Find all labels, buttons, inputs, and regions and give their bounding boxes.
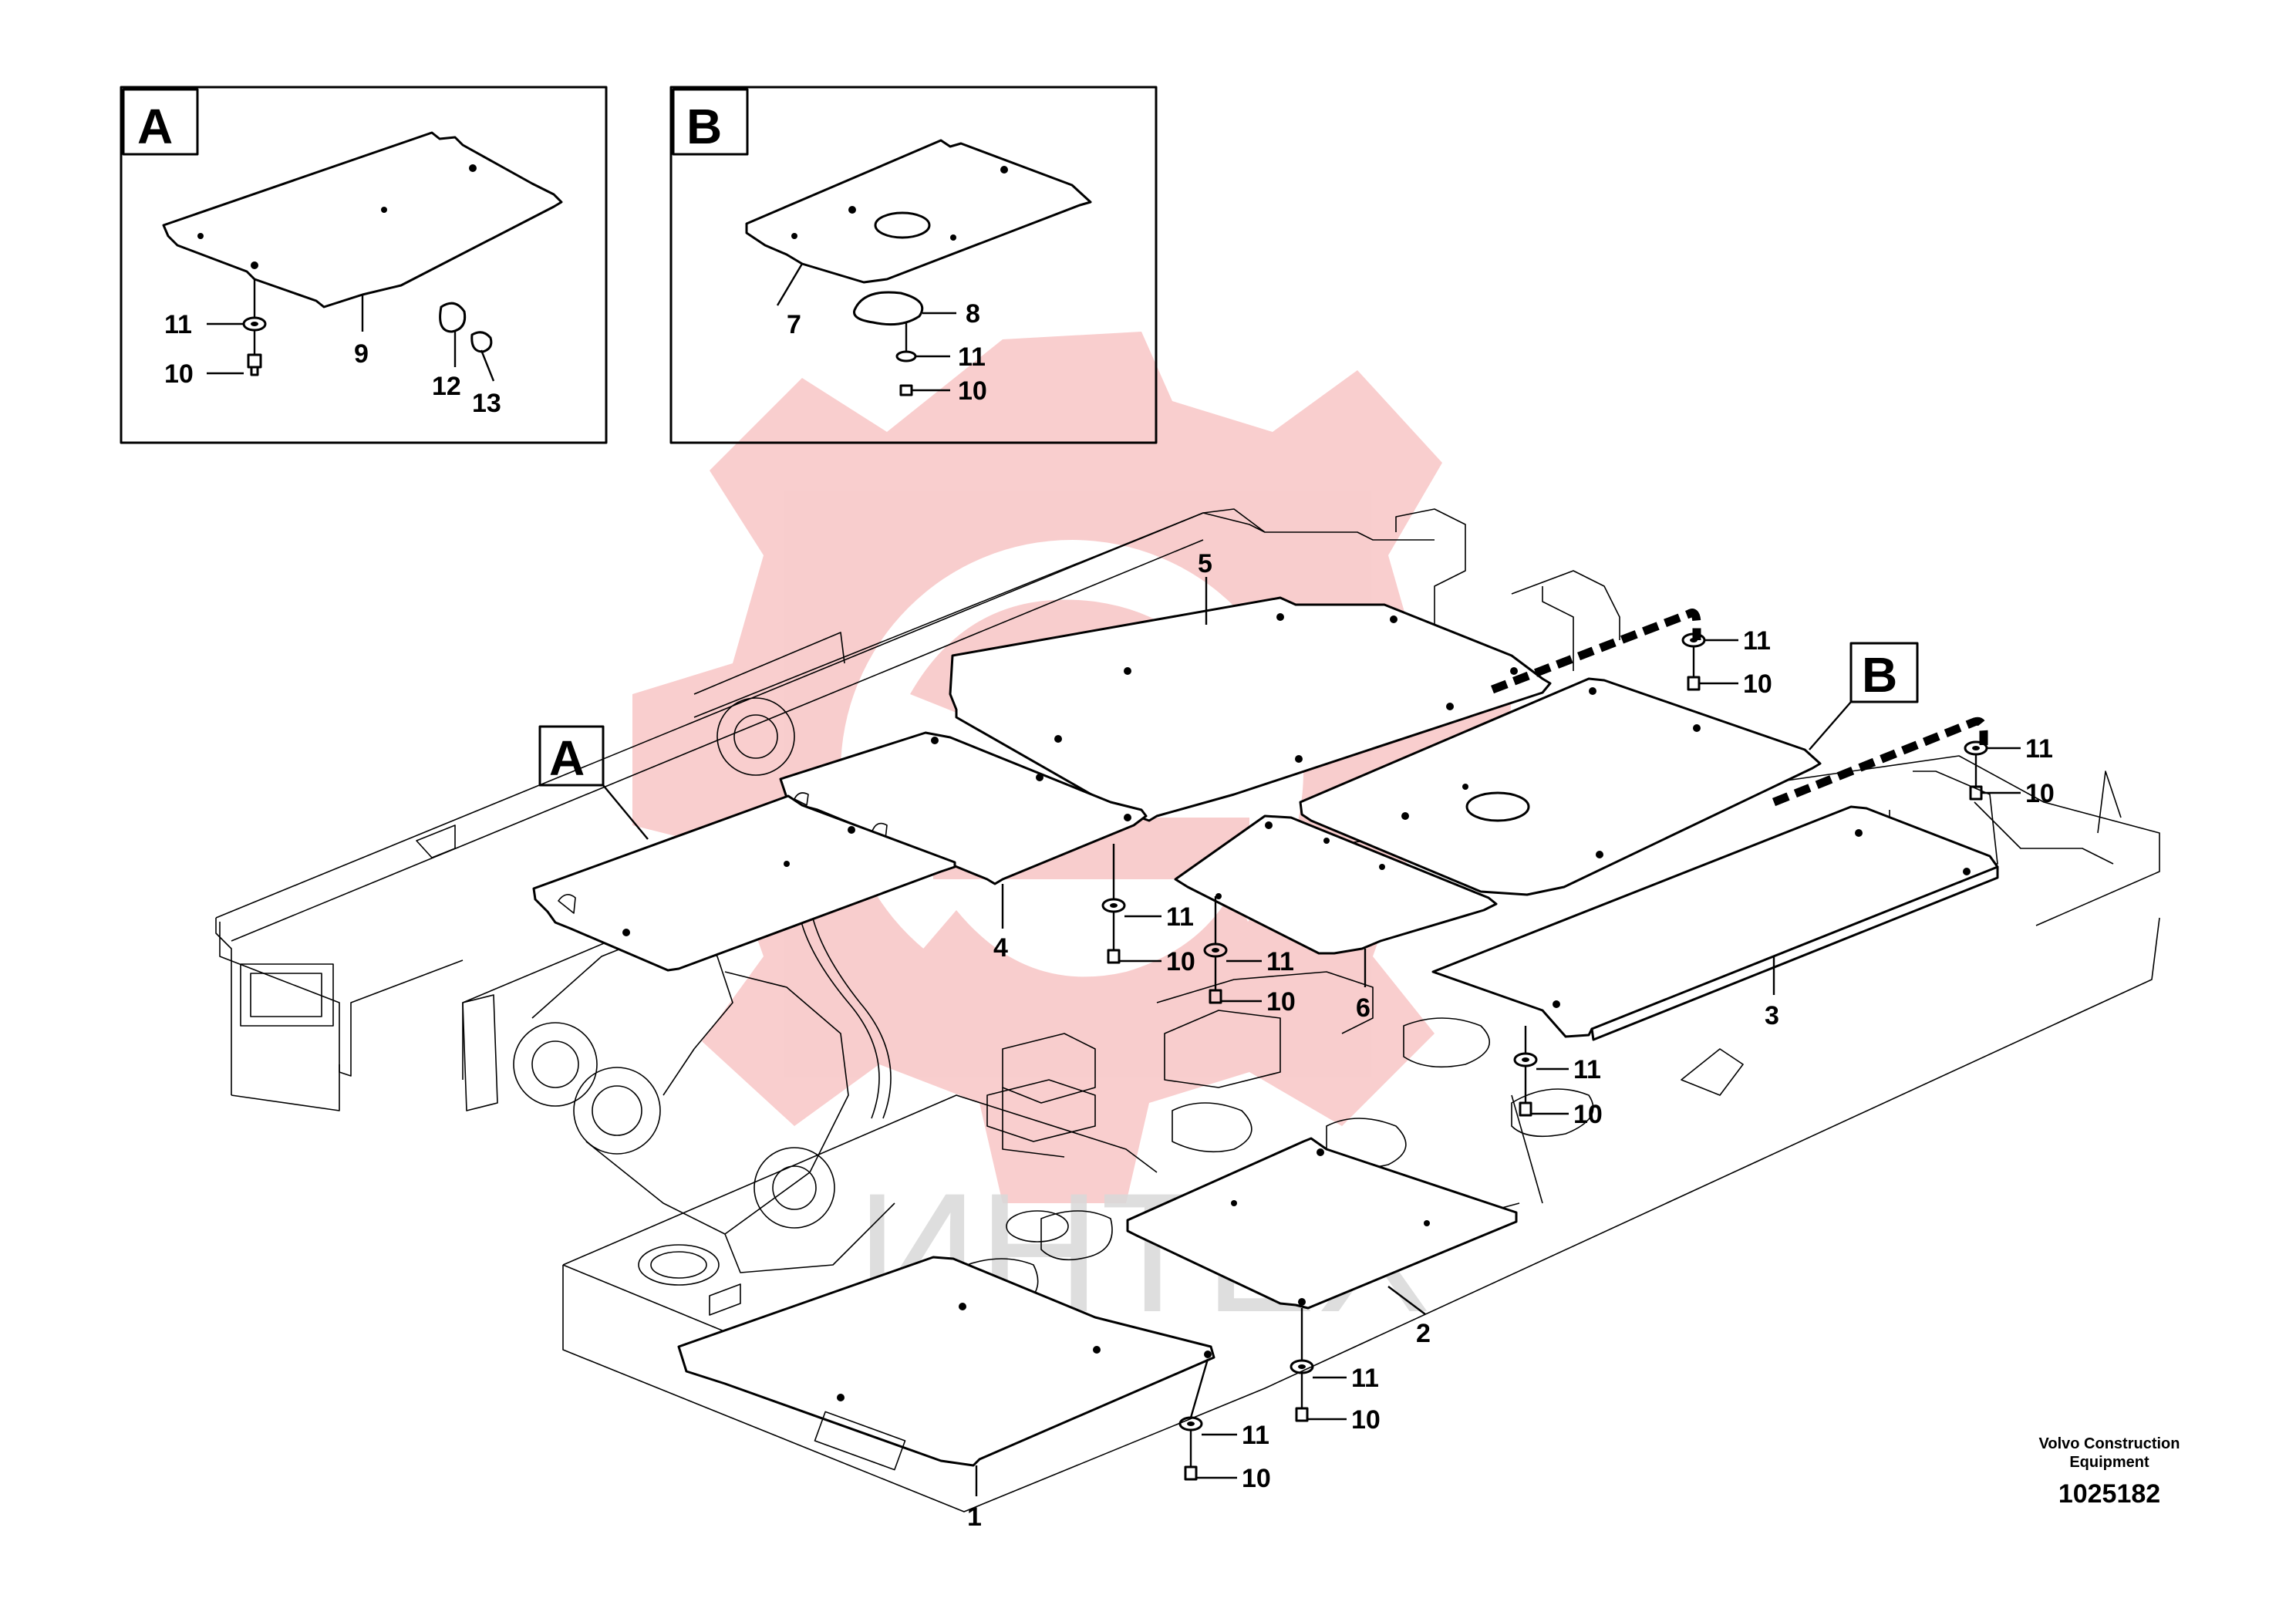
label-11-top2: 11 bbox=[2025, 734, 2053, 764]
label-a-12: 12 bbox=[432, 372, 461, 401]
label-11-panel6: 11 bbox=[1266, 947, 1294, 976]
footer-company-line2: Equipment bbox=[2069, 1454, 2149, 1471]
panel-6 bbox=[1174, 814, 1498, 955]
label-1: 1 bbox=[967, 1502, 982, 1532]
label-11-top1: 11 bbox=[1743, 626, 1771, 656]
label-10-panel3: 10 bbox=[1573, 1100, 1603, 1129]
label-11-panel4: 11 bbox=[1166, 902, 1194, 932]
label-10-top2: 10 bbox=[2025, 779, 2055, 808]
footer-company-line1: Volvo Construction bbox=[2039, 1435, 2180, 1452]
label-10-panel6: 10 bbox=[1266, 987, 1296, 1017]
label-a-13: 13 bbox=[472, 389, 501, 418]
panel-5 bbox=[949, 596, 1552, 822]
label-10-panel4: 10 bbox=[1166, 947, 1195, 976]
footer-drawing-number: 1025182 bbox=[2058, 1479, 2160, 1509]
callout-a: A bbox=[538, 725, 649, 840]
label-a-10: 10 bbox=[164, 359, 194, 389]
label-2: 2 bbox=[1416, 1319, 1431, 1348]
label-b-8: 8 bbox=[966, 299, 980, 329]
panel-9 bbox=[532, 794, 956, 972]
label-11-panel1: 11 bbox=[1242, 1421, 1269, 1450]
label-10-panel1: 10 bbox=[1242, 1464, 1271, 1493]
label-4: 4 bbox=[993, 933, 1008, 963]
callout-b: B bbox=[1809, 642, 1919, 750]
svg-text:B: B bbox=[1862, 647, 1897, 703]
panel-1 bbox=[677, 1256, 1215, 1467]
detail-box-b-label: B bbox=[686, 99, 722, 154]
detail-a-plate bbox=[162, 131, 563, 309]
label-6: 6 bbox=[1356, 993, 1371, 1023]
label-11-panel3: 11 bbox=[1573, 1055, 1601, 1084]
panel-2 bbox=[1126, 1137, 1518, 1310]
detail-box-a: A 11 10 9 12 13 bbox=[120, 86, 608, 444]
label-5: 5 bbox=[1198, 549, 1212, 578]
label-3: 3 bbox=[1765, 1001, 1779, 1030]
footer-block: Volvo Construction Equipment 1025182 bbox=[2039, 1435, 2180, 1509]
detail-box-b: B 7 8 11 10 bbox=[669, 86, 1158, 444]
label-a-9: 9 bbox=[354, 339, 369, 369]
label-b-7: 7 bbox=[787, 310, 801, 339]
panel-3 bbox=[1431, 805, 1999, 1038]
detail-b-gasket bbox=[853, 291, 924, 326]
dashed-leader-b-upper bbox=[1491, 609, 1701, 694]
svg-text:A: A bbox=[549, 730, 585, 786]
detail-b-plate bbox=[745, 139, 1092, 284]
part-leaders: 5 4 6 3 2 1 11 10 11 10 11 10 bbox=[967, 549, 2055, 1532]
detail-box-a-label: A bbox=[137, 99, 173, 154]
label-b-10: 10 bbox=[958, 376, 987, 406]
label-a-11: 11 bbox=[164, 310, 192, 339]
dashed-leader-b-lower bbox=[1772, 717, 1988, 807]
label-10-panel2: 10 bbox=[1351, 1405, 1381, 1435]
label-b-11: 11 bbox=[958, 342, 986, 372]
panel-7 bbox=[1299, 677, 1822, 896]
label-11-panel2: 11 bbox=[1351, 1364, 1379, 1393]
label-10-top1: 10 bbox=[1743, 669, 1772, 699]
